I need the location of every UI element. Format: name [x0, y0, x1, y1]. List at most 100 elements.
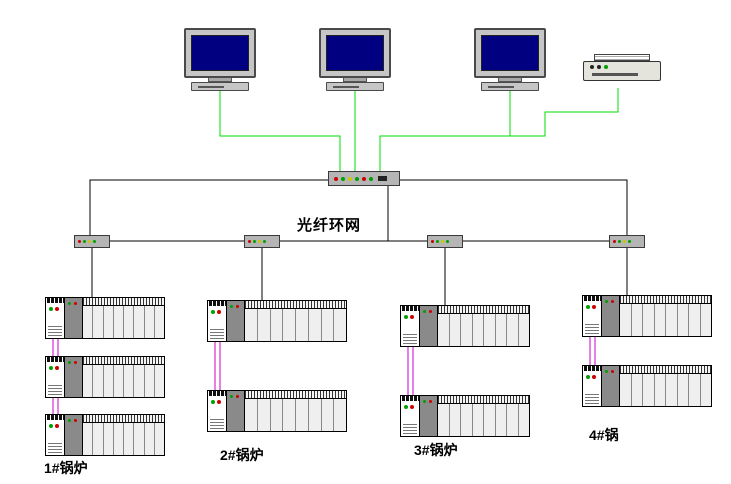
module-header	[46, 298, 64, 303]
monitor-base	[326, 82, 384, 91]
module-leds	[401, 401, 419, 412]
module-vent	[403, 422, 417, 434]
module-header	[208, 301, 226, 306]
led-icon	[613, 240, 616, 243]
led-icon	[258, 240, 261, 243]
printer-buttons	[590, 65, 608, 69]
led-icon	[348, 176, 352, 181]
monitor-neck	[208, 78, 232, 82]
module-vent	[585, 322, 599, 334]
plc-rack-2-2	[207, 390, 347, 432]
module-header	[46, 357, 64, 362]
station-label-4: 4#锅	[589, 427, 619, 443]
monitor-base	[481, 82, 539, 91]
module-leds	[401, 311, 419, 322]
comm-module	[582, 295, 602, 337]
led-icon	[436, 240, 439, 243]
ring-left-segment	[89, 179, 328, 241]
io-rack	[438, 305, 530, 347]
link-workstation-3	[379, 90, 511, 172]
led-icon	[623, 240, 626, 243]
led-icon	[341, 176, 345, 181]
led-icon	[628, 240, 631, 243]
led-icon	[618, 240, 621, 243]
cpu-module	[227, 390, 245, 432]
fiber-switch	[328, 171, 400, 186]
ring-node-2	[244, 235, 280, 248]
ring-node-3	[427, 235, 463, 248]
cpu-module	[420, 305, 438, 347]
module-vent	[210, 327, 224, 339]
port-icon	[378, 176, 387, 181]
module-header	[401, 306, 419, 311]
comm-module	[400, 395, 420, 437]
led-icon	[355, 176, 359, 181]
terminal-strip	[83, 298, 164, 306]
station-label-1: 1#锅炉	[44, 460, 88, 476]
io-rack	[438, 395, 530, 437]
plc-rack-1-2	[45, 356, 165, 398]
led-icon	[369, 176, 373, 181]
workstation-1	[184, 28, 256, 91]
terminal-strip	[83, 415, 164, 423]
printer-body	[583, 61, 661, 81]
module-vent	[585, 392, 599, 404]
monitor-screen	[326, 35, 384, 71]
plc-rack-4-2	[582, 365, 712, 407]
comm-module	[45, 297, 65, 339]
station-label-3: 3#锅炉	[414, 442, 458, 458]
monitor-neck	[343, 78, 367, 82]
led-icon	[334, 176, 338, 181]
plc-rack-1-1	[45, 297, 165, 339]
comm-module	[207, 300, 227, 342]
cpu-module	[65, 297, 83, 339]
led-icon	[263, 240, 266, 243]
comm-module	[45, 356, 65, 398]
cpu-module	[65, 356, 83, 398]
io-slots	[83, 423, 164, 455]
io-slots	[438, 314, 529, 346]
ring-right-segment	[400, 179, 628, 241]
io-slots	[245, 399, 346, 431]
led-icon	[362, 176, 366, 181]
link-workstation-1	[219, 90, 341, 172]
io-slots	[245, 309, 346, 341]
io-rack	[83, 297, 165, 339]
link-printer	[510, 88, 619, 137]
plc-rack-1-3	[45, 414, 165, 456]
printer	[583, 54, 661, 81]
module-header	[583, 366, 601, 371]
terminal-strip	[83, 357, 164, 365]
module-vent	[48, 324, 62, 336]
io-rack	[620, 295, 712, 337]
module-vent	[48, 383, 62, 395]
led-icon	[446, 240, 449, 243]
terminal-strip	[438, 396, 529, 404]
printer-paper-tray	[594, 54, 650, 61]
plc-rack-3-2	[400, 395, 530, 437]
comm-module	[45, 414, 65, 456]
io-slots	[620, 374, 711, 406]
led-icon	[93, 240, 96, 243]
module-vent	[48, 441, 62, 453]
module-leds	[46, 420, 64, 431]
io-rack	[620, 365, 712, 407]
monitor-bezel	[474, 28, 546, 78]
network-label: 光纤环网	[297, 217, 362, 234]
module-header	[401, 396, 419, 401]
io-slots	[83, 365, 164, 397]
module-header	[46, 415, 64, 420]
monitor-screen	[191, 35, 249, 71]
comm-module	[400, 305, 420, 347]
plc-rack-3-1	[400, 305, 530, 347]
terminal-strip	[620, 296, 711, 304]
station-label-2: 2#锅炉	[220, 447, 264, 463]
led-icon	[441, 240, 444, 243]
terminal-strip	[438, 306, 529, 314]
terminal-strip	[245, 391, 346, 399]
module-leds	[583, 301, 601, 312]
led-icon	[253, 240, 256, 243]
monitor-base	[191, 82, 249, 91]
workstation-2	[319, 28, 391, 91]
